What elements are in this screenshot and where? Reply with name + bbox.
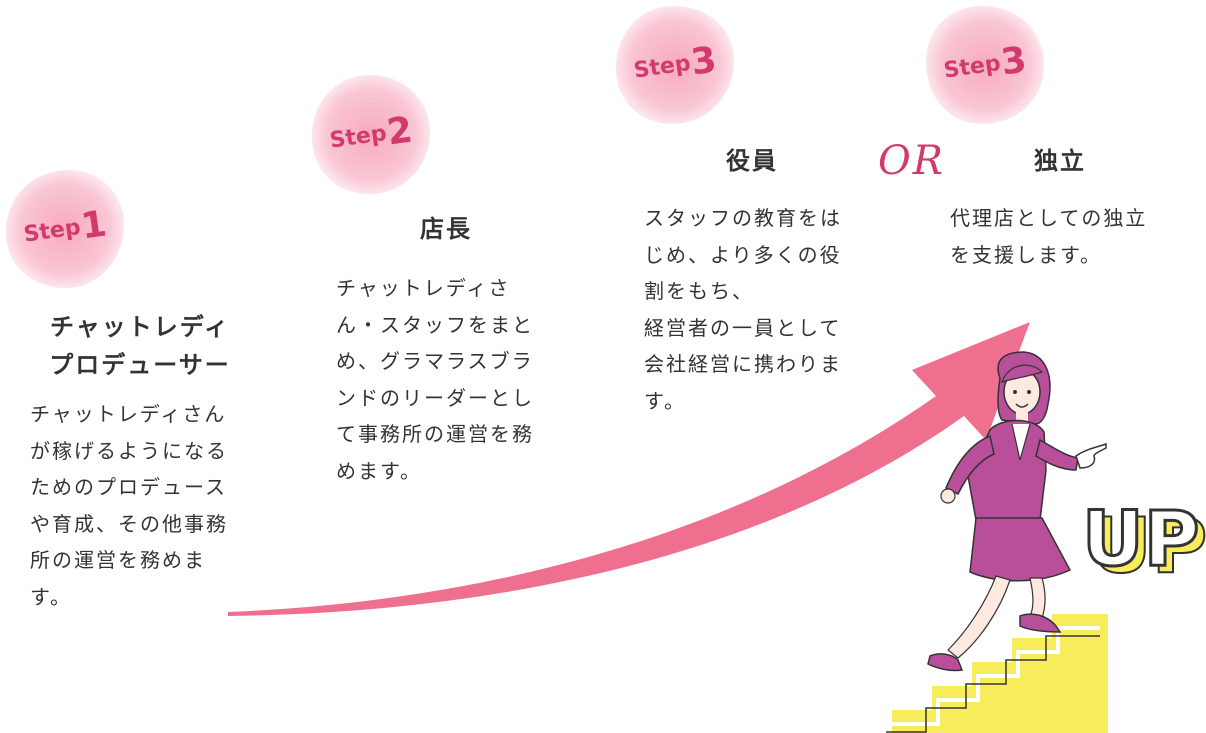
step-3a-description: スタッフの教育をは じめ、より多くの役 割をもち、 経営者の一員として 会社経営… — [644, 206, 842, 413]
watercolor-blob-icon — [311, 74, 431, 195]
step-1-title: チャットレディ プロデューサー — [49, 313, 231, 379]
pointing-hand-icon — [1075, 442, 1107, 469]
step-3b-description: 代理店としての独立 を支援します。 — [950, 206, 1148, 267]
stairs-shape — [892, 614, 1108, 733]
watercolor-blob-icon — [5, 169, 125, 289]
up-label-text: UP — [1082, 494, 1199, 583]
step-1-description: チャットレディさん が稼げるようになる ためのプロデュース や育成、その他事務 … — [30, 402, 228, 609]
step-3b-title: 独立 — [1034, 147, 1086, 175]
watercolor-blob-icon — [615, 6, 735, 124]
watercolor-blob-icon — [926, 5, 1044, 125]
growth-arrow-body — [228, 322, 1030, 616]
step-2-description: チャットレディさ ん・スタッフをまと め、グラマラスブラ ンドのリーダーとし て… — [336, 276, 534, 483]
step-3a-title: 役員 — [726, 147, 778, 175]
up-label-shadow: UP — [1090, 501, 1206, 590]
step-2-title: 店長 — [420, 215, 472, 243]
or-label: OR — [878, 138, 945, 184]
